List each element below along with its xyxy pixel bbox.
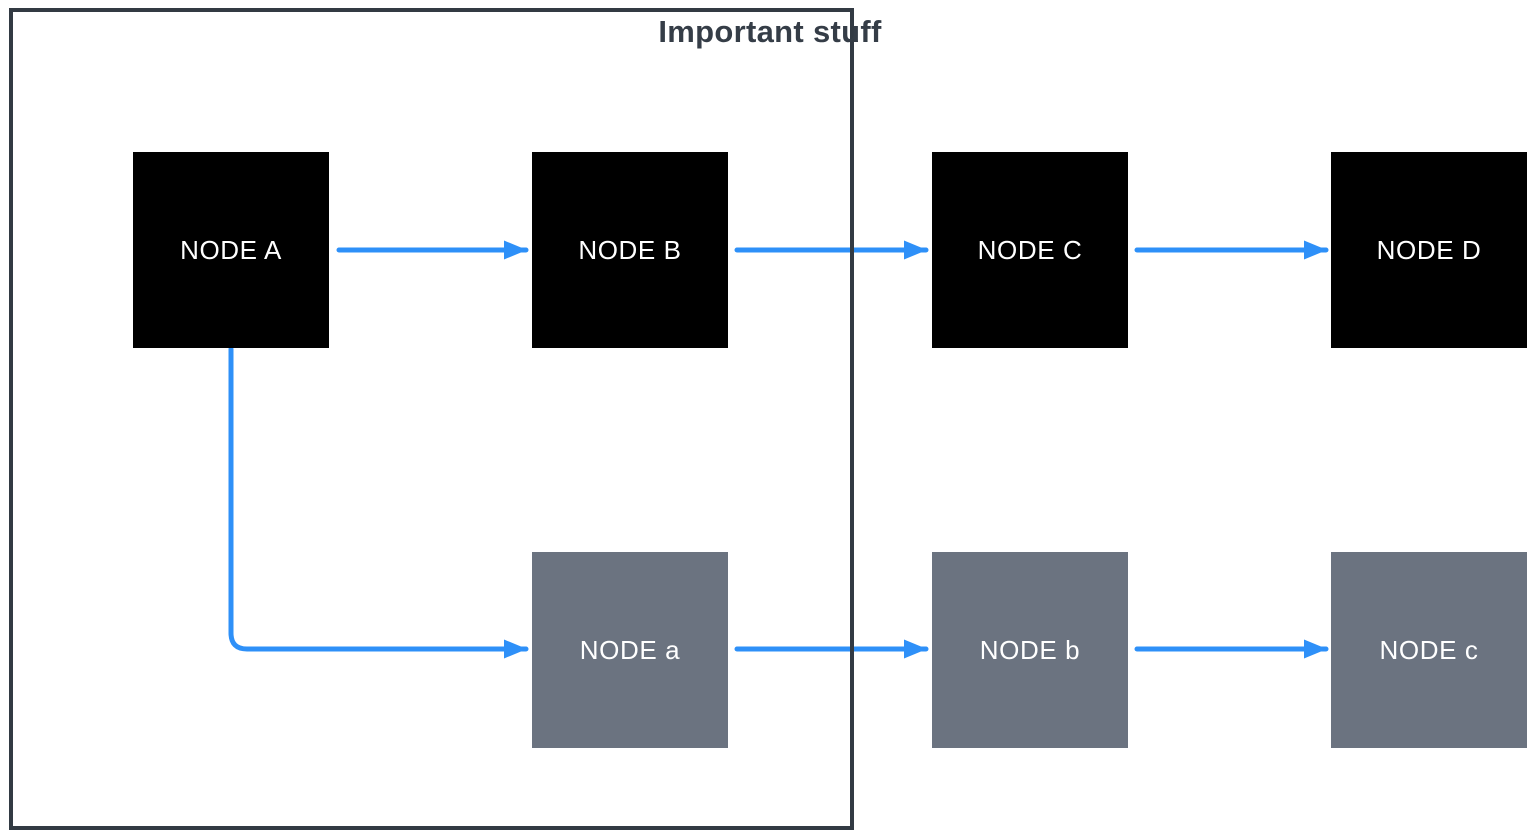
edge-A-a — [228, 346, 529, 659]
node-A: NODE A — [133, 152, 329, 348]
node-C-label: NODE C — [977, 234, 1083, 265]
node-B-label: NODE B — [578, 234, 682, 265]
node-a: NODE a — [532, 552, 728, 748]
node-b: NODE b — [932, 552, 1128, 748]
node-C: NODE C — [932, 152, 1128, 348]
node-a-label: NODE a — [579, 634, 681, 665]
node-c: NODE c — [1331, 552, 1527, 748]
node-c-label: NODE c — [1379, 634, 1479, 665]
node-D: NODE D — [1331, 152, 1527, 348]
node-A-label: NODE A — [180, 234, 282, 265]
group-title: Important stuff — [658, 14, 882, 49]
node-B: NODE B — [532, 152, 728, 348]
node-D-label: NODE D — [1376, 234, 1482, 265]
node-b-label: NODE b — [979, 634, 1081, 665]
